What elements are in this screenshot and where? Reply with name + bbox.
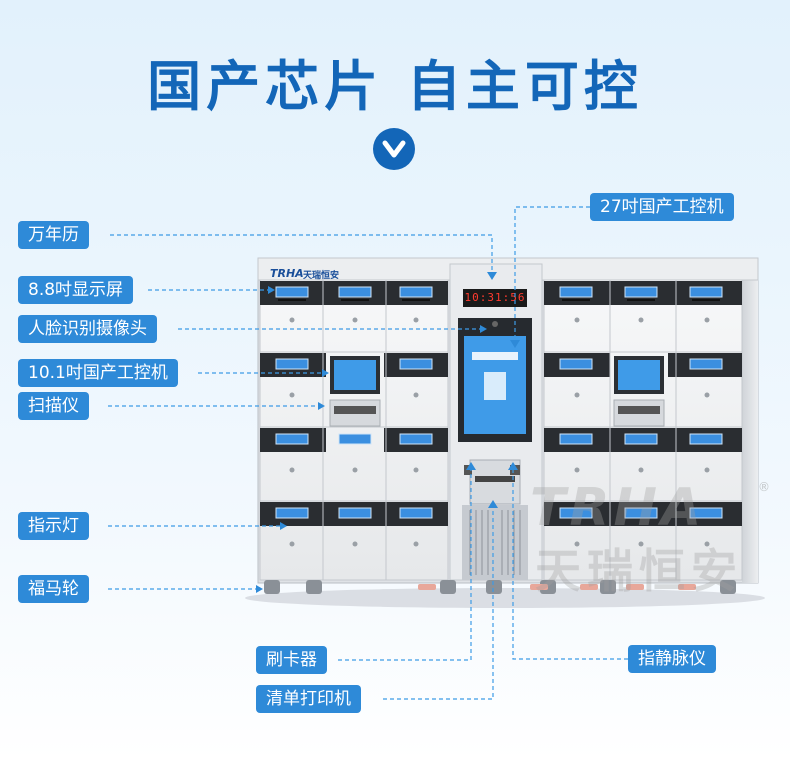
label-card-reader: 刷卡器: [256, 646, 327, 674]
brand-logo: TRHA: [270, 267, 304, 280]
watermark-chinese: 天瑞恒安: [535, 544, 743, 598]
label-caster: 福马轮: [18, 575, 89, 603]
label-vein-scanner: 指静脉仪: [628, 645, 716, 673]
label-27-pc: 27吋国产工控机: [590, 193, 734, 221]
label-calendar: 万年历: [18, 221, 89, 249]
label-10-1-pc: 10.1吋国产工控机: [18, 359, 178, 387]
label-8-8-display: 8.8吋显示屏: [18, 276, 134, 304]
label-indicator: 指示灯: [18, 512, 89, 540]
label-printer: 清单打印机: [256, 685, 361, 713]
watermark-english: TRHA: [530, 478, 706, 538]
page-title: 国产芯片 自主可控: [147, 55, 643, 118]
brand-name: 天瑞恒安: [303, 271, 340, 281]
chevron-down-icon: [373, 128, 415, 170]
label-scanner: 扫描仪: [18, 392, 89, 420]
registered-mark: ®: [758, 480, 770, 494]
label-face-camera: 人脸识别摄像头: [18, 315, 157, 343]
perpetual-calendar-display: 10:31:56: [463, 289, 527, 307]
